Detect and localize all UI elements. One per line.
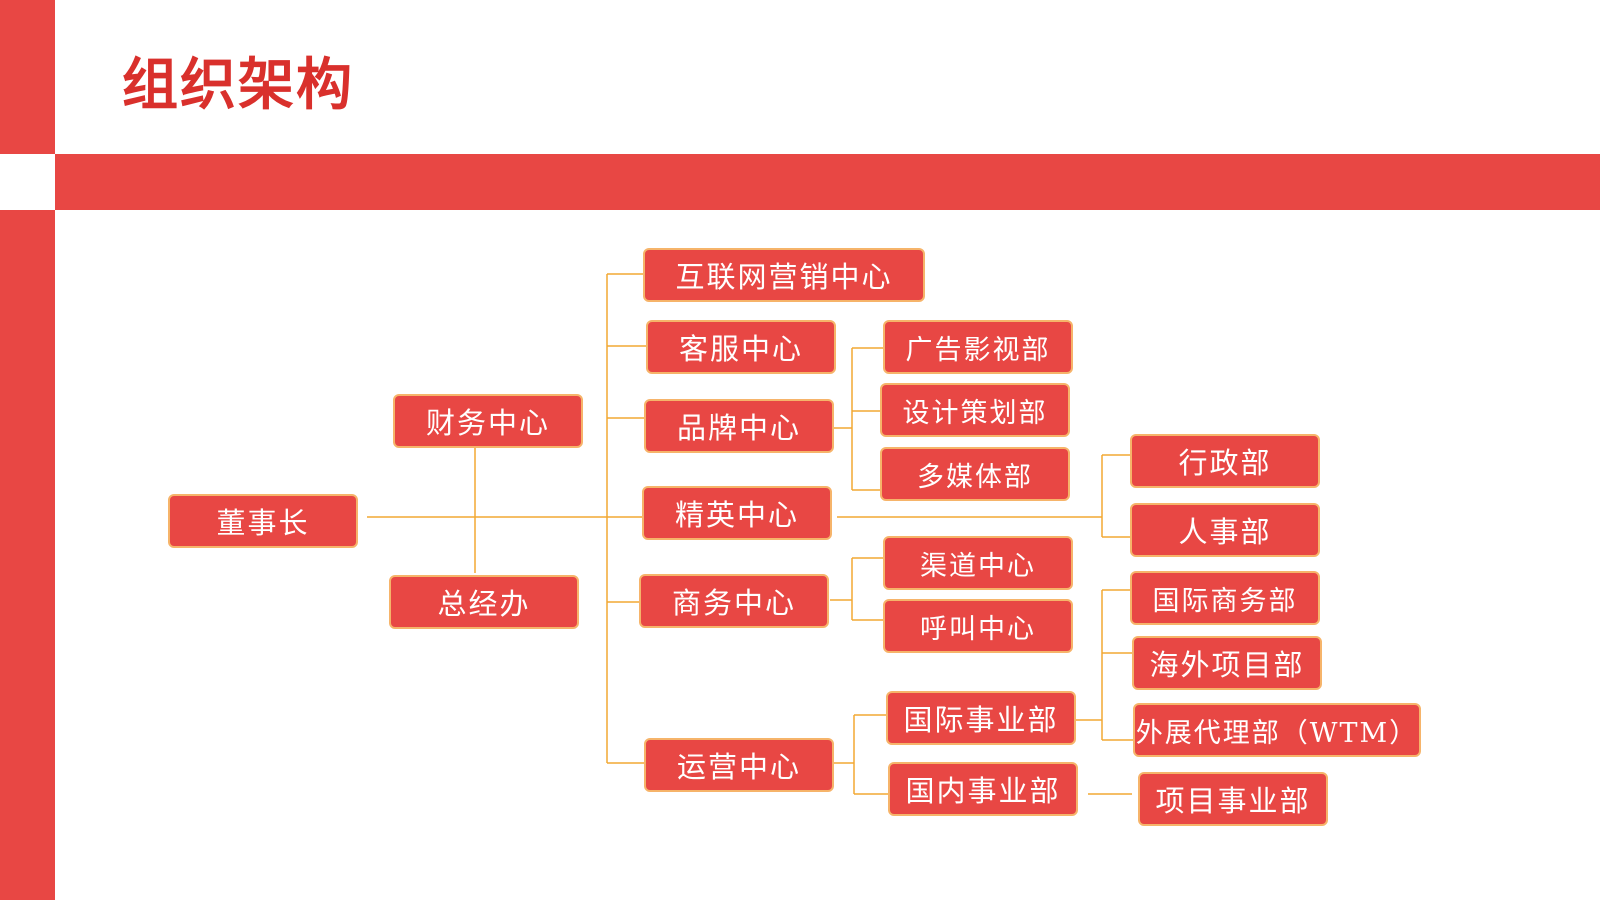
node-international-division: 国际事业部 <box>886 691 1076 745</box>
node-domestic-division: 国内事业部 <box>888 762 1078 816</box>
node-customer-service-center: 客服中心 <box>646 320 836 374</box>
node-hr-dept: 人事部 <box>1130 503 1320 557</box>
node-internet-marketing-center: 互联网营销中心 <box>643 248 925 302</box>
node-brand-center: 品牌中心 <box>644 399 834 453</box>
node-channel-center: 渠道中心 <box>883 536 1073 590</box>
left-accent-bar-top <box>0 0 55 154</box>
node-exhibition-agency-wtm-dept: 外展代理部（WTM） <box>1133 703 1421 757</box>
node-operations-center: 运营中心 <box>644 738 834 792</box>
node-finance-center: 财务中心 <box>393 394 583 448</box>
page-title: 组织架构 <box>122 53 354 118</box>
node-elite-center: 精英中心 <box>642 486 832 540</box>
node-design-planning-dept: 设计策划部 <box>880 383 1070 437</box>
header-accent-band <box>55 154 1600 210</box>
node-gm-office: 总经办 <box>389 575 579 629</box>
node-call-center: 呼叫中心 <box>883 599 1073 653</box>
node-ad-film-dept: 广告影视部 <box>883 320 1073 374</box>
node-admin-dept: 行政部 <box>1130 434 1320 488</box>
left-accent-bar-bottom <box>0 210 55 900</box>
node-overseas-projects-dept: 海外项目部 <box>1132 636 1322 690</box>
node-international-business-dept: 国际商务部 <box>1130 571 1320 625</box>
node-project-division: 项目事业部 <box>1138 772 1328 826</box>
node-multimedia-dept: 多媒体部 <box>880 447 1070 501</box>
node-chairman: 董事长 <box>168 494 358 548</box>
node-business-center: 商务中心 <box>639 574 829 628</box>
